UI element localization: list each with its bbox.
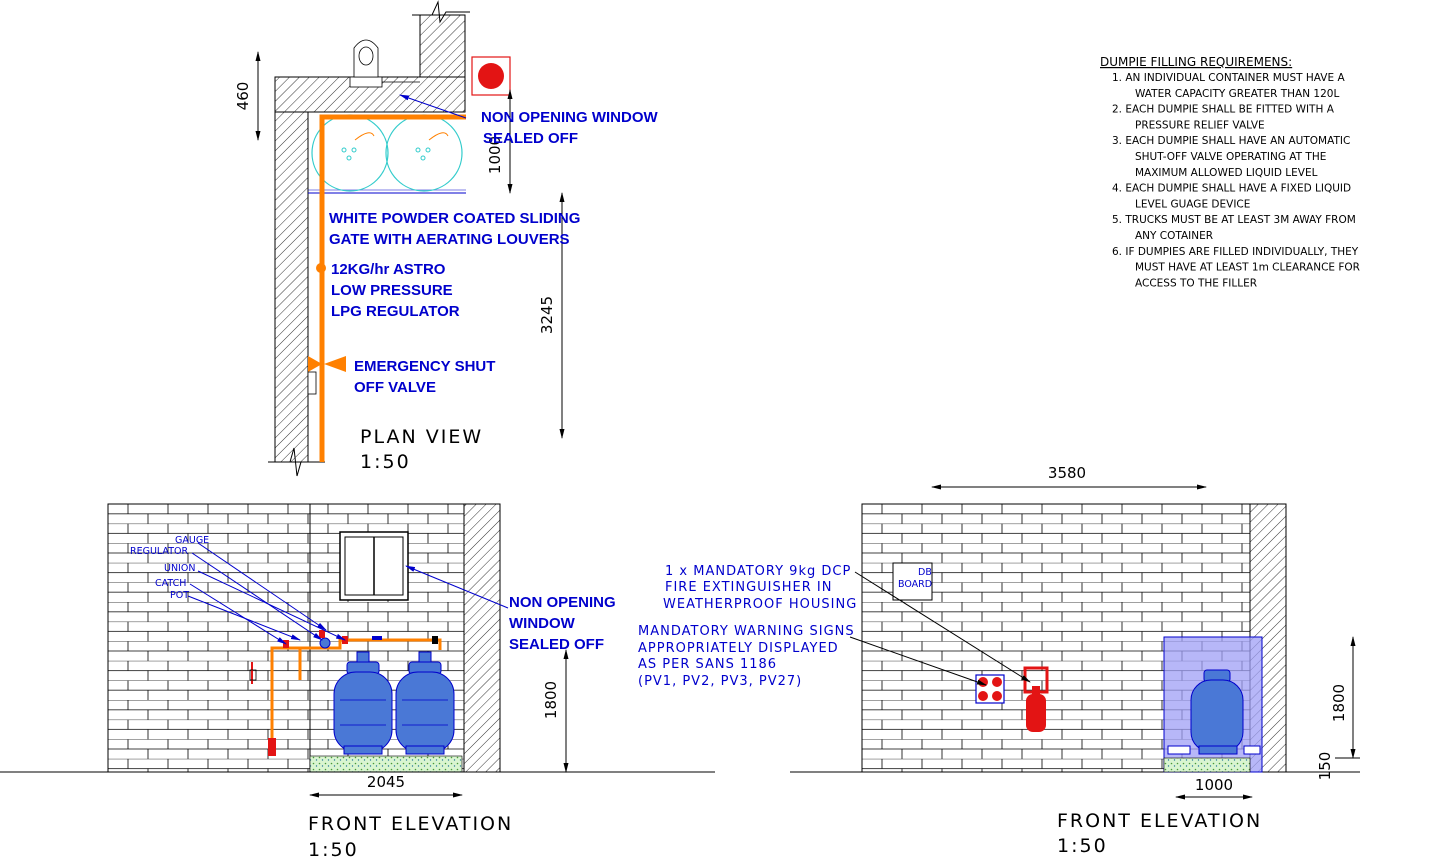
gravel-plinth-right — [1163, 757, 1251, 773]
note-line: MAXIMUM ALLOWED LIQUID LEVEL — [1135, 167, 1318, 179]
note-line: 3. EACH DUMPIE SHALL HAVE AN AUTOMATIC — [1112, 135, 1350, 147]
notes-title: DUMPIE FILLING REQUIREMENS: — [1100, 55, 1292, 69]
sign-label-1: MANDATORY WARNING SIGNS — [638, 624, 855, 639]
plan-view-title: PLAN VIEW — [360, 426, 483, 448]
plan-dim-1000: 1000 — [486, 136, 504, 174]
ext-label-3: WEATHERPROOF HOUSING — [663, 597, 857, 612]
right-dim-3580: 3580 — [1048, 464, 1086, 482]
leader-lines-right — [849, 571, 1031, 686]
left-elev-title: FRONT ELEVATION — [308, 813, 513, 835]
note-line: 2. EACH DUMPIE SHALL BE FITTED WITH A — [1112, 104, 1335, 116]
db-label-1: DB — [918, 567, 932, 578]
sign-label-3: AS PER SANS 1186 — [638, 657, 777, 672]
right-elev-scale: 1:50 — [1057, 835, 1108, 857]
label-catch: CATCH — [155, 578, 186, 589]
gas-cylinder-1 — [333, 651, 393, 755]
db-board — [892, 562, 933, 601]
note-line: WATER CAPACITY GREATER THAN 120L — [1135, 88, 1339, 100]
basin-icon — [349, 39, 420, 88]
hatched-pier-left — [463, 503, 501, 773]
label-elev-window-2: WINDOW — [509, 615, 576, 632]
gas-pipe-plan — [319, 114, 466, 462]
label-pot: POT — [170, 590, 189, 601]
note-line: 6. IF DUMPIES ARE FILLED INDIVIDUALLY, T… — [1112, 246, 1359, 258]
plan-label-valve-1: EMERGENCY SHUT — [354, 358, 495, 375]
plan-wall-left — [274, 111, 309, 463]
plan-label-gate-1: WHITE POWDER COATED SLIDING — [329, 210, 580, 227]
plan-view-scale: 1:50 — [360, 451, 411, 473]
plan-label-regulator-2: LOW PRESSURE — [331, 282, 453, 299]
note-line: 5. TRUCKS MUST BE AT LEAST 3M AWAY FROM — [1112, 214, 1356, 226]
plan-dim-3245: 3245 — [538, 296, 556, 334]
label-union: UNION — [164, 563, 195, 574]
note-line: ANY COTAINER — [1135, 230, 1213, 242]
plan-label-valve-2: OFF VALVE — [354, 379, 436, 396]
plan-dim-460: 460 — [234, 82, 252, 111]
plan-label-regulator-3: LPG REGULATOR — [331, 303, 460, 320]
right-elev-title: FRONT ELEVATION — [1057, 810, 1262, 832]
plan-label-window-1: NON OPENING WINDOW — [481, 109, 659, 126]
plan-wall-column — [419, 14, 466, 78]
left-elev-scale: 1:50 — [308, 839, 359, 861]
note-line: SHUT-OFF VALVE OPERATING AT THE — [1135, 151, 1326, 163]
warning-signs — [975, 674, 1005, 704]
left-dim-1800: 1800 — [542, 681, 560, 719]
note-line: PRESSURE RELIEF VALVE — [1135, 119, 1265, 131]
cylinder-plan-2 — [385, 114, 463, 192]
label-elev-window-3: SEALED OFF — [509, 636, 604, 653]
note-line: ACCESS TO THE FILLER — [1135, 277, 1257, 289]
right-dim-1800: 1800 — [1330, 684, 1348, 722]
fire-point-icon — [471, 56, 511, 96]
sealed-window — [339, 531, 409, 601]
ext-label-2: FIRE EXTINGUISHER IN — [665, 580, 832, 595]
sign-label-2: APPROPRIATELY DISPLAYED — [638, 641, 839, 656]
label-elev-window-1: NON OPENING — [509, 594, 616, 611]
front-elevation-left: GAUGE REGULATOR UNION CATCH POT NON OPEN… — [107, 503, 616, 861]
gas-cylinder-3 — [1167, 669, 1261, 755]
right-dim-150: 150 — [1316, 752, 1334, 781]
gas-cylinder-2 — [395, 651, 455, 755]
right-dim-1000: 1000 — [1195, 776, 1233, 794]
gravel-plinth — [309, 755, 463, 773]
plan-view: 460 1000 3245 NON OPENING WINDOW SEALED … — [234, 0, 659, 477]
plan-label-regulator-1: 12KG/hr ASTRO — [331, 261, 446, 278]
note-line: 1. AN INDIVIDUAL CONTAINER MUST HAVE A — [1112, 72, 1345, 84]
note-line: LEVEL GUAGE DEVICE — [1135, 198, 1250, 210]
note-line: 4. EACH DUMPIE SHALL HAVE A FIXED LIQUID — [1112, 183, 1351, 195]
shut-off-valve-icon — [308, 356, 346, 372]
ext-label-1: 1 x MANDATORY 9kg DCP — [665, 564, 851, 579]
note-line: MUST HAVE AT LEAST 1m CLEARANCE FOR — [1135, 262, 1360, 274]
left-dim-2045: 2045 — [367, 773, 405, 791]
leader-lines-left — [187, 542, 509, 645]
db-label-2: BOARD — [898, 579, 932, 590]
break-line-top — [412, 0, 470, 24]
plan-label-gate-2: GATE WITH AERATING LOUVERS — [329, 231, 570, 248]
sign-label-4: (PV1, PV2, PV3, PV27) — [638, 674, 802, 689]
label-regulator: REGULATOR — [130, 546, 188, 557]
front-elevation-right: DB BOARD 1 x MAND — [638, 464, 1360, 857]
label-gauge: GAUGE — [175, 535, 209, 546]
regulator-marker — [316, 263, 326, 273]
break-line-bottom — [268, 447, 325, 477]
filling-requirements-notes: DUMPIE FILLING REQUIREMENS: 1. AN INDIVI… — [1100, 55, 1360, 289]
plan-label-window-2: SEALED OFF — [483, 130, 578, 147]
